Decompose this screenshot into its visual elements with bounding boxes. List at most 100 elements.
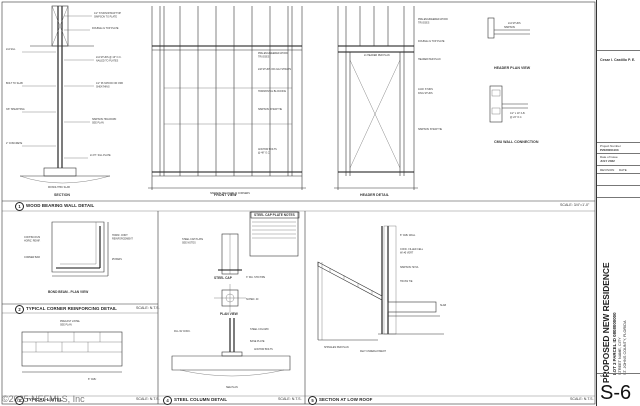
svg-text:SIMPSON: SIMPSON xyxy=(504,26,515,29)
sheet-divider xyxy=(597,372,640,374)
detail-3-number: 3 xyxy=(15,396,24,405)
title-block-divider-2 xyxy=(597,164,640,166)
svg-text:FILL W/ CONC.: FILL W/ CONC. xyxy=(174,330,191,333)
svg-text:ANCHOR BOLTS: ANCHOR BOLTS xyxy=(254,348,273,351)
detail-5-scale: SCALE: N.T.S. xyxy=(570,397,594,401)
svg-text:ANCHOR BOLTS: ANCHOR BOLTS xyxy=(258,148,277,151)
detail-1-scale: SCALE: 3/4"=1'-0" xyxy=(560,203,590,207)
view-label-header-detail: HEADER DETAIL xyxy=(360,193,389,197)
header-detail-linework: PRE-ENGINEERED WOOD TRUSSES DOUBLE 2x TO… xyxy=(334,6,448,190)
svg-text:JACK STUDS: JACK STUDS xyxy=(418,88,433,91)
detail-3-title: TYPICAL LINTEL xyxy=(26,397,63,402)
svg-text:HORIZ. REINF.: HORIZ. REINF. xyxy=(24,240,41,243)
title-block-engineer-area xyxy=(597,64,640,143)
detail-1-title: WOOD BEARING WALL DETAIL xyxy=(26,203,95,208)
svg-text:2x HEADER PER PLAN: 2x HEADER PER PLAN xyxy=(364,54,390,57)
svg-text:8" CMU WALL: 8" CMU WALL xyxy=(400,234,416,237)
svg-text:2x4 STUDS @ 16" O.C.: 2x4 STUDS @ 16" O.C. xyxy=(96,56,122,59)
sheet-number: S-6 xyxy=(600,382,632,404)
svg-text:@ 24" O.C.: @ 24" O.C. xyxy=(510,116,523,119)
header-plan-linework: 2x4 STUDS SIMPSON 1/2" x 10" A.B. @ 24" … xyxy=(487,17,530,123)
title-block-logo-area xyxy=(597,0,640,51)
svg-text:CORNER BAR: CORNER BAR xyxy=(24,256,40,259)
svg-text:PRE-ENGINEERED WOOD: PRE-ENGINEERED WOOD xyxy=(258,52,288,55)
svg-text:MONOLITHIC SLAB: MONOLITHIC SLAB xyxy=(48,186,70,189)
svg-text:SIMPSON HOLDOWN: SIMPSON HOLDOWN xyxy=(92,118,116,121)
svg-text:SHEATHING: SHEATHING xyxy=(96,86,110,89)
svg-text:SIMPSON STRAP TIE: SIMPSON STRAP TIE xyxy=(258,108,282,111)
svg-text:1/2" STUDS/STRAP TOP: 1/2" STUDS/STRAP TOP xyxy=(94,12,121,15)
svg-text:REINFORCEMENT: REINFORCEMENT xyxy=(112,238,133,241)
lintel-linework: PRECAST LINTEL SEE PLAN 8" CMU xyxy=(21,320,123,381)
svg-text:SHINGLES PER PLAN: SHINGLES PER PLAN xyxy=(324,346,349,349)
svg-text:3/8" SHEATHING: 3/8" SHEATHING xyxy=(6,108,25,111)
svg-text:NAILED TO PLATES: NAILED TO PLATES xyxy=(96,60,119,63)
project-number: P2020001103 xyxy=(600,148,619,152)
issue-date: JULY 2022 xyxy=(600,159,615,163)
steel-cap-notes-title: STEEL CAP PLATE NOTES xyxy=(254,213,295,217)
svg-text:DOUBLE 2x TOP PLATE: DOUBLE 2x TOP PLATE xyxy=(92,27,119,30)
svg-text:@ 48" O.C.: @ 48" O.C. xyxy=(258,152,271,155)
view-label-section: SECTION xyxy=(54,193,70,197)
svg-text:BASE PLATE: BASE PLATE xyxy=(250,340,265,343)
front-view-linework: PRE-ENGINEERED WOOD TRUSSES 2x8 STUDS OR… xyxy=(148,6,306,195)
svg-text:1/2" x 10" A.B.: 1/2" x 10" A.B. xyxy=(510,112,526,115)
view-label-header-plan-view: HEADER PLAN VIEW xyxy=(494,66,531,70)
revision-date-label: DATE xyxy=(619,168,627,172)
detail-2-scale: SCALE: N.T.S. xyxy=(136,306,160,310)
svg-text:TRUSSES: TRUSSES xyxy=(258,56,270,59)
view-label-bond-beam: BOND BEAM - PLAN VIEW xyxy=(48,290,89,294)
project-subtitle-2: STREET NAME, CITY xyxy=(618,337,622,375)
svg-text:CONC. FILLED CELL: CONC. FILLED CELL xyxy=(400,248,424,251)
detail-3-scale: SCALE: N.T.S. xyxy=(136,397,160,401)
svg-text:SEE PLAN: SEE PLAN xyxy=(226,386,238,389)
svg-text:2x4 SILL: 2x4 SILL xyxy=(6,48,16,51)
svg-text:HEADER PER PLAN: HEADER PER PLAN xyxy=(418,58,441,61)
steel-column-linework: STEEL CAP PLATE SEE NOTES 3" DIA. STD PI… xyxy=(171,211,299,389)
project-subtitle-1: LOT 3 PARCEL ID 0808000000 xyxy=(612,312,617,375)
svg-text:SIMPSON TO PLATE: SIMPSON TO PLATE xyxy=(94,16,117,19)
svg-text:2" CONCRETE: 2" CONCRETE xyxy=(6,142,23,145)
svg-text:HORIZONTAL BLOCKING: HORIZONTAL BLOCKING xyxy=(258,90,286,93)
revision-row-2 xyxy=(597,184,640,186)
view-label-plan-view: PLAN VIEW xyxy=(220,312,238,316)
date-label: Date of Issue xyxy=(600,155,618,159)
svg-text:TRUSSES: TRUSSES xyxy=(418,22,430,25)
project-subtitle-3: ST. JOHNS COUNTY, FLORIDA xyxy=(623,320,627,375)
view-label-steel-cap: STEEL CAP xyxy=(214,276,232,280)
svg-text:STEEL COLUMN: STEEL COLUMN xyxy=(250,328,269,331)
detail-4-scale: SCALE: N.T.S. xyxy=(278,397,302,401)
svg-text:CONTINUOUS: CONTINUOUS xyxy=(24,236,40,239)
revision-row-3 xyxy=(597,196,640,198)
view-label-front-view: FRONT VIEW xyxy=(214,193,237,197)
svg-text:#5 BARS: #5 BARS xyxy=(112,258,122,261)
revision-label: REVISION xyxy=(600,168,615,172)
engineer-name: Cesar I. Castillo P. E. xyxy=(600,58,636,62)
svg-text:FELT UNDERLAYMENT: FELT UNDERLAYMENT xyxy=(360,350,386,353)
svg-text:2x8 STUDS OR 2x12 STRAPS: 2x8 STUDS OR 2x12 STRAPS xyxy=(258,68,291,71)
svg-text:SLAB: SLAB xyxy=(440,304,447,307)
svg-text:W/ #5 VERT: W/ #5 VERT xyxy=(400,252,414,255)
svg-text:SEE NOTES: SEE NOTES xyxy=(182,242,196,245)
detail-4-title: STEEL COLUMN DETAIL xyxy=(174,397,228,402)
svg-text:3" DIA. STD PIPE: 3" DIA. STD PIPE xyxy=(246,276,265,279)
svg-text:SCHED. 40: SCHED. 40 xyxy=(246,298,259,301)
svg-text:2x4 STUDS: 2x4 STUDS xyxy=(508,22,521,25)
svg-text:2x P.T. SILL PLATE: 2x P.T. SILL PLATE xyxy=(90,154,111,157)
drawing-linework: 1/2" STUDS/STRAP TOP SIMPSON TO PLATE DO… xyxy=(1,1,596,405)
detail-4-number: 4 xyxy=(163,396,172,405)
svg-text:PRECAST LINTEL: PRECAST LINTEL xyxy=(60,320,81,323)
detail-1-number: 1 xyxy=(15,202,24,211)
svg-text:DOUBLE 2x TOP PLATE: DOUBLE 2x TOP PLATE xyxy=(418,40,445,43)
svg-text:BOLT TO SLAB: BOLT TO SLAB xyxy=(6,82,23,85)
sheet-label: Sheet xyxy=(600,374,608,378)
watermark: ©2025 NEFMLS, Inc xyxy=(2,394,85,404)
detail-2-number: 2 xyxy=(15,305,24,314)
svg-text:STEEL CAP PLATE: STEEL CAP PLATE xyxy=(182,238,203,241)
project-number-label: Project Number xyxy=(600,144,621,148)
detail-5-number: 5 xyxy=(308,396,317,405)
section-view-linework: 1/2" STUDS/STRAP TOP SIMPSON TO PLATE DO… xyxy=(6,5,123,189)
svg-text:KING STUDS: KING STUDS xyxy=(418,92,433,95)
svg-text:TRUSS TIE: TRUSS TIE xyxy=(400,280,413,283)
